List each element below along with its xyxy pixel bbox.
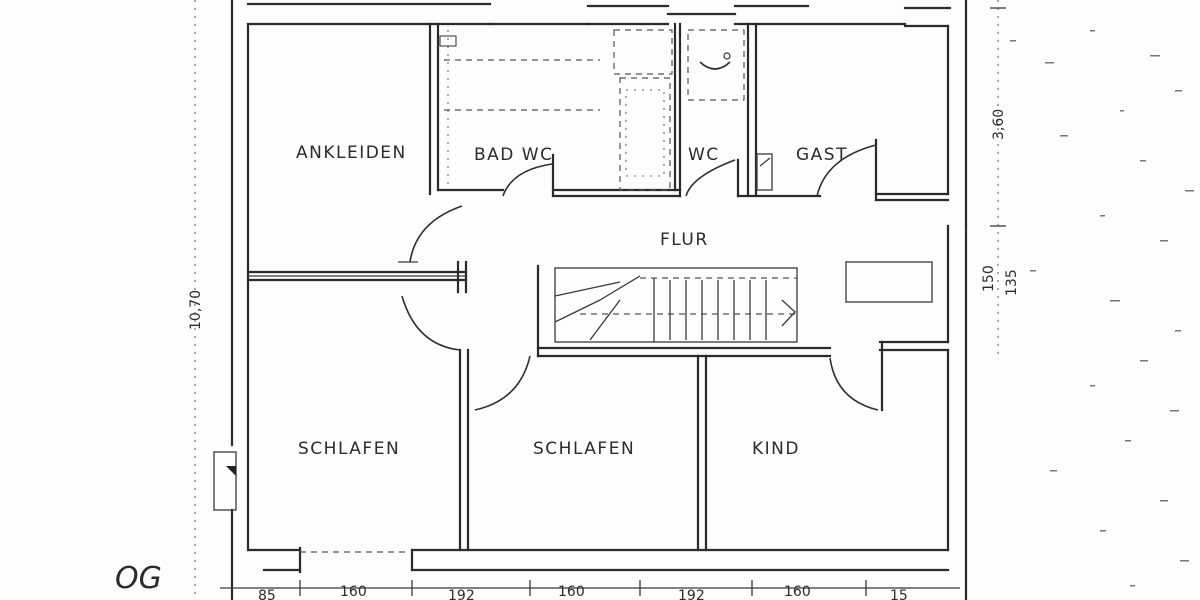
dimension-overall-depth: 10,70: [188, 290, 204, 330]
room-label-flur: FLUR: [660, 230, 709, 250]
outer-walls: [213, 0, 968, 600]
dimension-flur-135: 135: [1004, 269, 1020, 296]
dimension-flur-150: 150: [981, 265, 997, 292]
dimension-bottom-5: 160: [784, 584, 811, 600]
room-label-bad-wc: BAD WC: [474, 145, 553, 165]
dimension-bottom-1: 160: [340, 584, 367, 600]
dimension-bottom-0: 85: [258, 588, 276, 600]
room-label-schlafen-2: SCHLAFEN: [533, 439, 635, 459]
dimension-bottom-6: 15: [890, 588, 908, 600]
staircase: [554, 267, 798, 343]
room-label-wc: WC: [688, 145, 720, 165]
dimension-gast-depth: 3,60: [991, 109, 1007, 140]
floor-label: OG: [115, 561, 162, 596]
room-label-kind: KIND: [752, 439, 800, 459]
dimension-bottom-2: 192: [448, 588, 475, 600]
doors: [398, 144, 879, 411]
interior-walls: [246, 22, 950, 552]
scan-noise: [1010, 30, 1194, 587]
dimension-lines: [194, 0, 1006, 600]
dimension-bottom-3: 160: [558, 584, 585, 600]
room-label-schlafen-1: SCHLAFEN: [298, 439, 400, 459]
fixtures: [439, 29, 773, 191]
dimension-bottom-4: 192: [678, 588, 705, 600]
room-labels: ANKLEIDEN BAD WC WC GAST FLUR SCHLAFEN S…: [296, 143, 848, 459]
room-label-ankleiden: ANKLEIDEN: [296, 143, 407, 163]
bottom-dimensions: 85 160 192 160 192 160 15: [258, 580, 908, 600]
room-label-gast: GAST: [796, 145, 848, 165]
